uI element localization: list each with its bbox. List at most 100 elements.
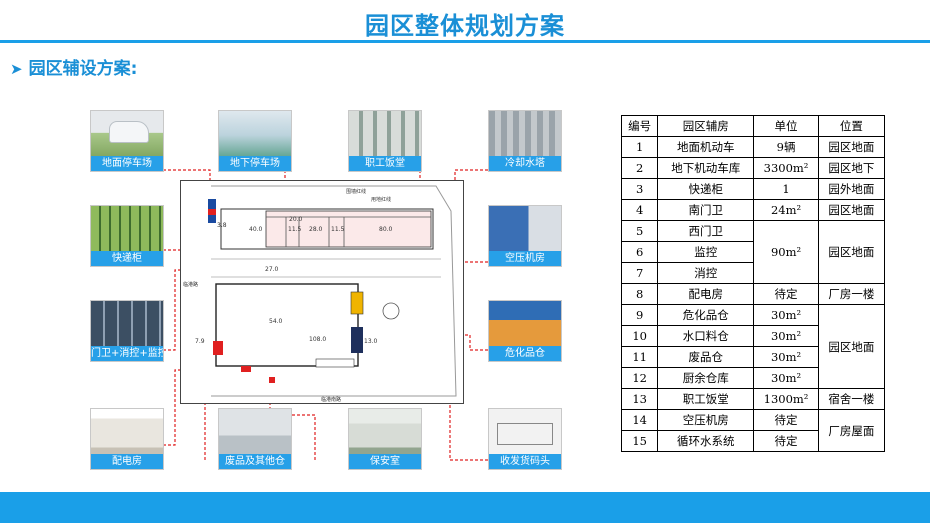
- cell-name: 消控: [657, 262, 755, 284]
- cell-name: 南门卫: [657, 199, 755, 221]
- footer-bar: [0, 492, 930, 523]
- thumb-security-room: 保安室: [348, 408, 422, 470]
- dim-label: 20.0: [289, 216, 303, 223]
- thumb-ground-parking: 地面停车场: [90, 110, 164, 172]
- cell-name: 水口料仓: [657, 325, 755, 347]
- cell-loc: 宿舍一楼: [817, 388, 886, 410]
- dim-label: 7.9: [195, 338, 205, 345]
- cell-name: 监控: [657, 241, 755, 263]
- cell-name: 空压机房: [657, 409, 755, 431]
- page-title: 园区整体规划方案: [365, 12, 565, 40]
- arrow-icon: ➤: [10, 60, 23, 78]
- thumb-caption: 职工饭堂: [349, 156, 421, 171]
- cell-name: 废品仓: [657, 346, 755, 368]
- dim-label: 54.0: [269, 318, 283, 325]
- cell-no: 2: [620, 157, 659, 179]
- cell-no: 5: [620, 220, 659, 242]
- cell-loc-merged: 园区地面: [817, 220, 886, 284]
- compressor-marker: [350, 291, 364, 315]
- cell-name: 快递柜: [657, 178, 755, 200]
- cell-unit: 待定: [753, 283, 819, 305]
- cooling-tower-marker: [382, 302, 400, 320]
- cell-loc: 园区地下: [817, 157, 886, 179]
- thumb-hazmat-store: 危化品仓: [488, 300, 562, 362]
- dim-label: 80.0: [379, 226, 393, 233]
- photo-ground-parking: [91, 111, 163, 159]
- photo-security-room: [349, 409, 421, 457]
- cell-no: 13: [620, 388, 659, 410]
- site-plan-drawing: 40.0 11.5 28.0 11.5 80.0 围墙红线 用地红线 临港路 临…: [183, 185, 457, 403]
- dim-label: 108.0: [309, 336, 326, 343]
- photo-cooling-tower: [489, 111, 561, 159]
- cell-unit: 1300m²: [753, 388, 819, 410]
- photo-canteen: [349, 111, 421, 159]
- cell-unit: 3300m²: [753, 157, 819, 179]
- photo-guard-fire-monitor: [91, 301, 163, 349]
- cell-no: 14: [620, 409, 659, 431]
- cell-name: 循环水系统: [657, 430, 755, 452]
- cell-no: 8: [620, 283, 659, 305]
- photo-compressor-room: [489, 206, 561, 254]
- cell-no: 10: [620, 325, 659, 347]
- site-boundary: [211, 185, 457, 397]
- photo-loading-dock: [489, 409, 561, 457]
- cell-loc-merged: 园区地面: [817, 304, 886, 389]
- cell-unit-merged: 90m²: [753, 220, 819, 284]
- cell-no: 12: [620, 367, 659, 389]
- cell-name: 西门卫: [657, 220, 755, 242]
- section-heading-text: 园区辅设方案:: [28, 59, 138, 79]
- thumb-caption: 地下停车场: [219, 156, 291, 171]
- power-room-marker: [213, 341, 223, 355]
- cell-no: 9: [620, 304, 659, 326]
- cell-loc: 园区地面: [817, 136, 886, 158]
- photo-hazmat-store: [489, 301, 561, 349]
- thumb-caption: 危化品仓: [489, 346, 561, 361]
- cell-unit: 9辆: [753, 136, 819, 158]
- thumb-caption: 空压机房: [489, 251, 561, 266]
- thumb-loading-dock: 收发货码头: [488, 408, 562, 470]
- waste-store-marker: [241, 366, 251, 372]
- thumb-waste-store: 废品及其他仓: [218, 408, 292, 470]
- col-header-facility: 园区辅房: [657, 115, 755, 137]
- thumb-power-room: 配电房: [90, 408, 164, 470]
- leader-line: [269, 378, 316, 460]
- photo-waste-store: [219, 409, 291, 457]
- leader-line: [449, 388, 488, 461]
- cell-unit: 1: [753, 178, 819, 200]
- cell-unit: 30m²: [753, 325, 819, 347]
- cell-name: 危化品仓: [657, 304, 755, 326]
- cell-unit: 待定: [753, 409, 819, 431]
- thumb-cooling-tower: 冷却水塔: [488, 110, 562, 172]
- thumb-canteen: 职工饭堂: [348, 110, 422, 172]
- cell-no: 15: [620, 430, 659, 452]
- thumb-caption: 冷却水塔: [489, 156, 561, 171]
- thumb-caption: 保安室: [349, 454, 421, 469]
- cell-name: 厨余仓库: [657, 367, 755, 389]
- col-header-no: 编号: [620, 115, 659, 137]
- cell-loc: 园区地面: [817, 199, 886, 221]
- title-underline: [0, 40, 930, 43]
- plan-label: 用地红线: [371, 196, 391, 203]
- plan-label: 围墙红线: [346, 188, 366, 195]
- thumb-parcel-locker: 快递柜: [90, 205, 164, 267]
- thumb-caption: 收发货码头: [489, 454, 561, 469]
- cell-unit: 30m²: [753, 304, 819, 326]
- plan-label: 临港路: [183, 281, 198, 288]
- loading-dock-marker: [315, 358, 355, 368]
- cell-name: 配电房: [657, 283, 755, 305]
- dim-label: 11.5: [288, 226, 302, 233]
- thumb-caption: 地面停车场: [91, 156, 163, 171]
- hazmat-marker: [351, 327, 363, 353]
